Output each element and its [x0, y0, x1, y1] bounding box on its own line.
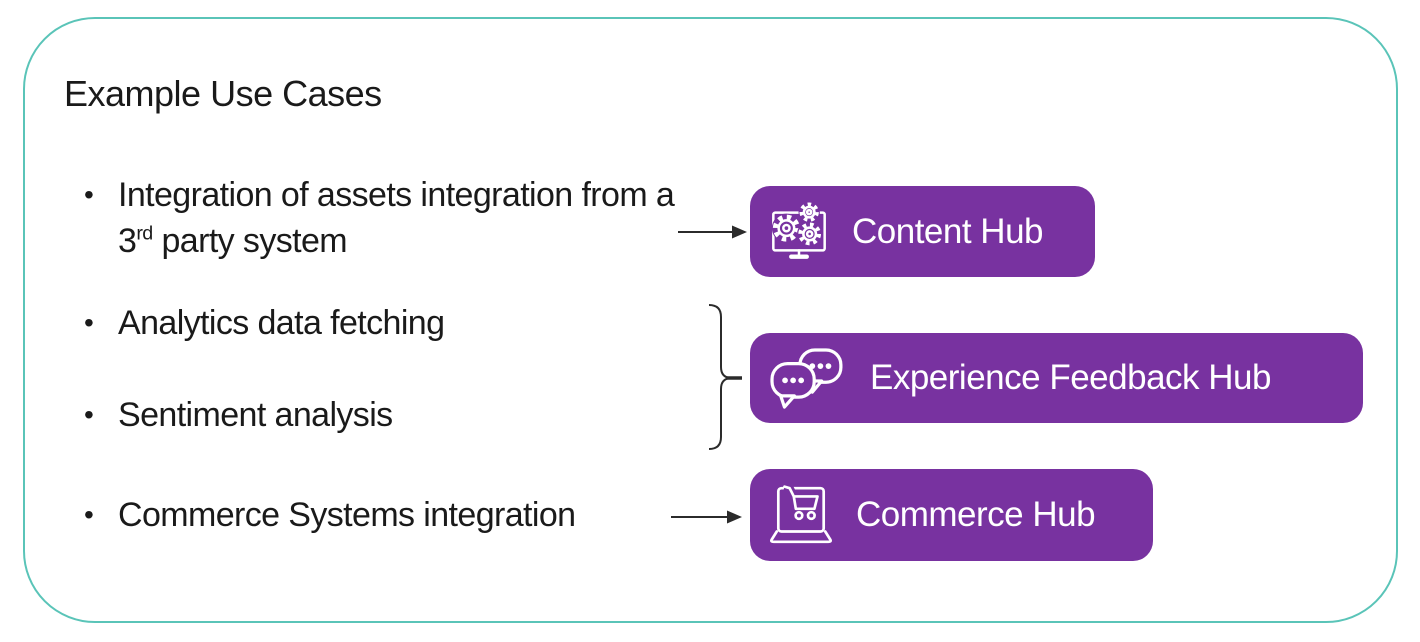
- bullet-item: • Integration of assets integration from…: [84, 172, 678, 264]
- bullet-text-prefix: Commerce Systems integration: [118, 496, 576, 534]
- hub-label: Experience Feedback Hub: [870, 358, 1271, 397]
- monitor-gears-icon: [768, 200, 830, 263]
- experience-feedback-hub-badge: Experience Feedback Hub: [750, 333, 1363, 423]
- hub-label: Content Hub: [852, 211, 1044, 251]
- bullet-text: Sentiment analysis: [118, 392, 678, 438]
- hub-label: Commerce Hub: [856, 495, 1096, 534]
- bullet-item: • Sentiment analysis: [84, 392, 678, 438]
- bullet-text-suffix: party system: [152, 222, 347, 260]
- bullet-text-prefix: Integration of assets integration from a…: [118, 176, 675, 260]
- bullet-text-superscript: rd: [136, 222, 153, 245]
- bullet-marker: •: [84, 179, 94, 210]
- laptop-cart-icon: [768, 485, 834, 545]
- bullet-marker: •: [84, 499, 94, 530]
- bullet-marker: •: [84, 307, 94, 338]
- commerce-hub-badge: Commerce Hub: [750, 469, 1153, 561]
- bullet-item: • Commerce Systems integration: [84, 492, 678, 538]
- bullet-marker: •: [84, 399, 94, 430]
- page-title: Example Use Cases: [64, 73, 382, 114]
- chat-bubbles-icon: [768, 345, 848, 412]
- bullet-text-prefix: Analytics data fetching: [118, 304, 445, 342]
- bullet-text: Commerce Systems integration: [118, 492, 678, 538]
- bullet-text: Integration of assets integration from a…: [118, 172, 678, 264]
- content-hub-badge: Content Hub: [750, 186, 1095, 277]
- rounded-frame: [23, 17, 1398, 623]
- bullet-item: • Analytics data fetching: [84, 300, 678, 346]
- bullet-text: Analytics data fetching: [118, 300, 678, 346]
- bullet-text-prefix: Sentiment analysis: [118, 396, 393, 434]
